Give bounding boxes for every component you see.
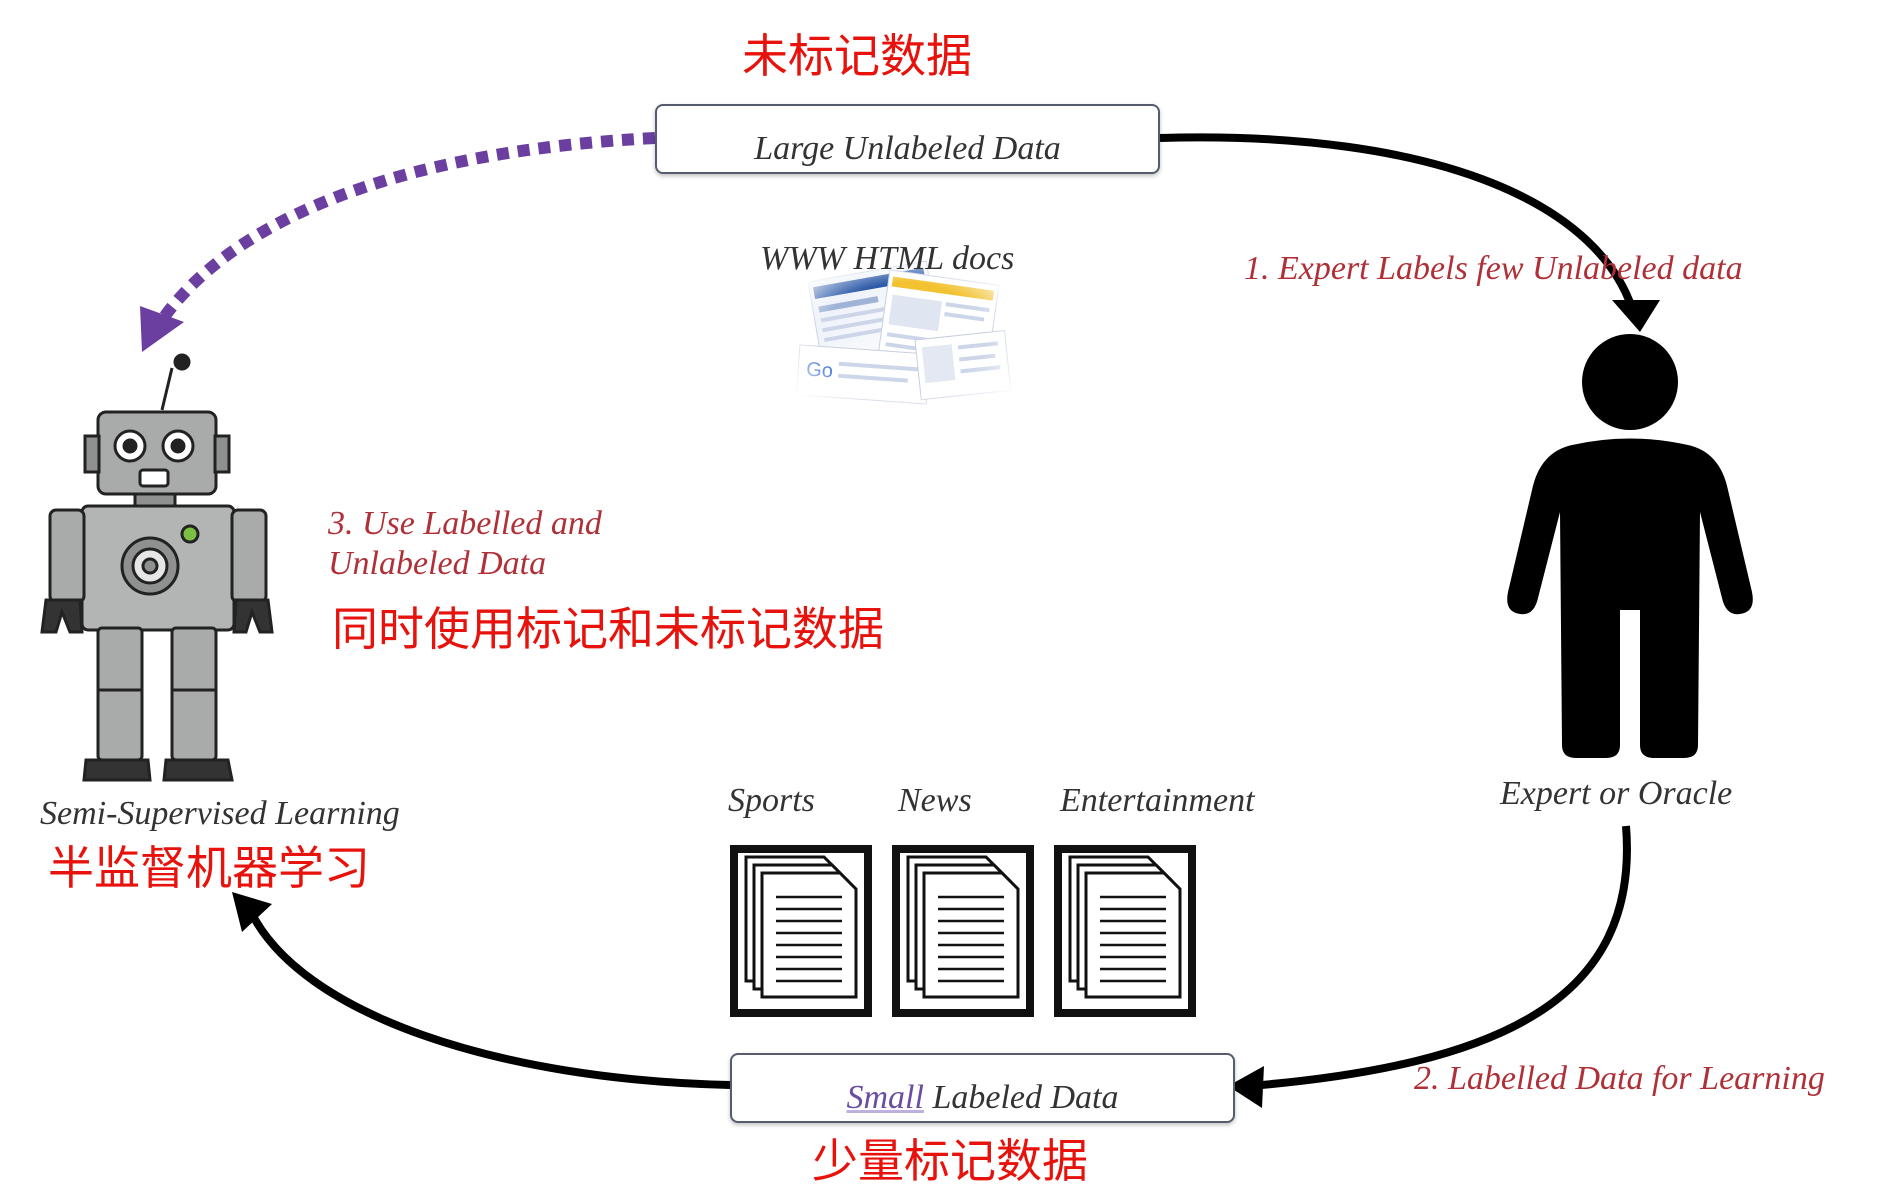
label-unlabeled-cn: 未标记数据 bbox=[742, 29, 972, 83]
robot-icon bbox=[40, 353, 274, 782]
small-word: Small bbox=[846, 1079, 924, 1116]
document-stack-icon bbox=[730, 845, 1196, 1017]
expert-caption: Expert or Oracle bbox=[1500, 775, 1733, 812]
semi-supervised-caption: Semi-Supervised Learning bbox=[40, 795, 400, 832]
step-1-label: 1. Expert Labels few Unlabeled data bbox=[1244, 250, 1743, 287]
document-stack-icon-news bbox=[892, 845, 1034, 1017]
category-sports: Sports bbox=[728, 782, 815, 819]
labeled-data-word: Labeled Data bbox=[923, 1079, 1119, 1116]
label-small-labeled-cn: 少量标记数据 bbox=[812, 1134, 1088, 1188]
small-labeled-data-box: Small Labeled Data bbox=[730, 1053, 1235, 1123]
label-ssl-cn: 半监督机器学习 bbox=[48, 841, 370, 895]
arrow-to-small-labeled bbox=[1228, 825, 1631, 1108]
small-labeled-data-label: Small Labeled Data bbox=[847, 1079, 1119, 1117]
document-stack-icon-sports bbox=[730, 845, 872, 1017]
step-3-label-line1: 3. Use Labelled and bbox=[328, 505, 602, 542]
large-unlabeled-data-label: Large Unlabeled Data bbox=[754, 130, 1061, 167]
web-pages-icon: Go bbox=[790, 260, 1020, 412]
www-html-docs-caption: WWW HTML docs bbox=[760, 240, 1015, 277]
person-icon bbox=[1507, 334, 1753, 758]
dotted-arrow-to-robot bbox=[140, 132, 656, 352]
large-unlabeled-data-box: Large Unlabeled Data bbox=[655, 104, 1160, 174]
label-use-both-cn: 同时使用标记和未标记数据 bbox=[332, 602, 884, 656]
category-entertainment: Entertainment bbox=[1060, 782, 1255, 819]
document-stack-icon-entertainment bbox=[1054, 845, 1196, 1017]
step-2-label: 2. Labelled Data for Learning bbox=[1414, 1060, 1825, 1097]
arrow-to-expert bbox=[1159, 133, 1660, 332]
arrow-to-robot bbox=[232, 892, 731, 1089]
step-3-label-line2: Unlabeled Data bbox=[328, 545, 547, 582]
category-news: News bbox=[898, 782, 972, 819]
